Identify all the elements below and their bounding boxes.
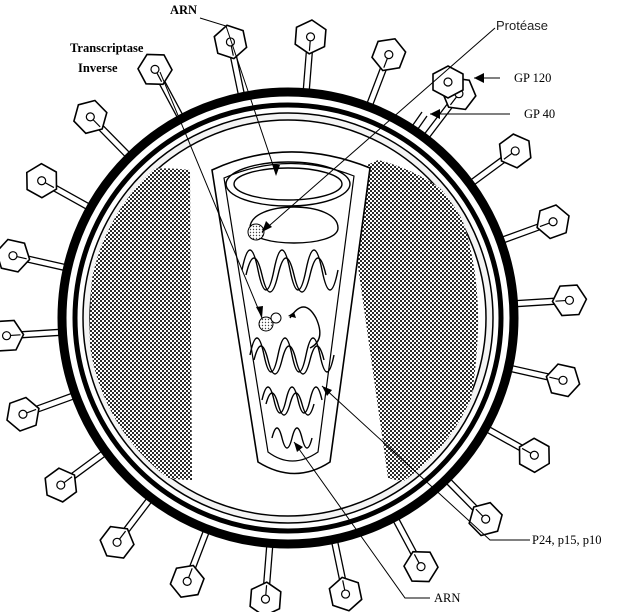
gp120-spike: [0, 240, 74, 273]
gp120-spike: [214, 25, 246, 103]
gp120-legend-icon: [433, 66, 463, 98]
label-arn-bottom: ARN: [434, 591, 460, 605]
label-p24: P24, p15, p10: [532, 533, 601, 547]
label-arn-top: ARN: [170, 3, 197, 17]
gp120-spike: [295, 20, 326, 99]
gp120-spike: [507, 285, 586, 315]
gp120-spike: [494, 205, 569, 246]
gp120-spike: [364, 39, 406, 114]
label-gp120: GP 120: [514, 71, 551, 85]
gp120-spike: [502, 364, 580, 397]
dotted-circle-icon: [248, 224, 264, 240]
label-transcriptase: Transcriptase: [70, 41, 144, 55]
gp120-spike: [250, 537, 281, 612]
gp120-spike: [329, 533, 361, 611]
label-gp40: GP 40: [524, 107, 555, 121]
gp120-spike: [7, 390, 82, 431]
label-inverse: Inverse: [78, 61, 118, 75]
gp120-spike: [170, 522, 212, 597]
label-protease: Protéase: [496, 18, 548, 33]
protease-molecule: [248, 224, 264, 240]
